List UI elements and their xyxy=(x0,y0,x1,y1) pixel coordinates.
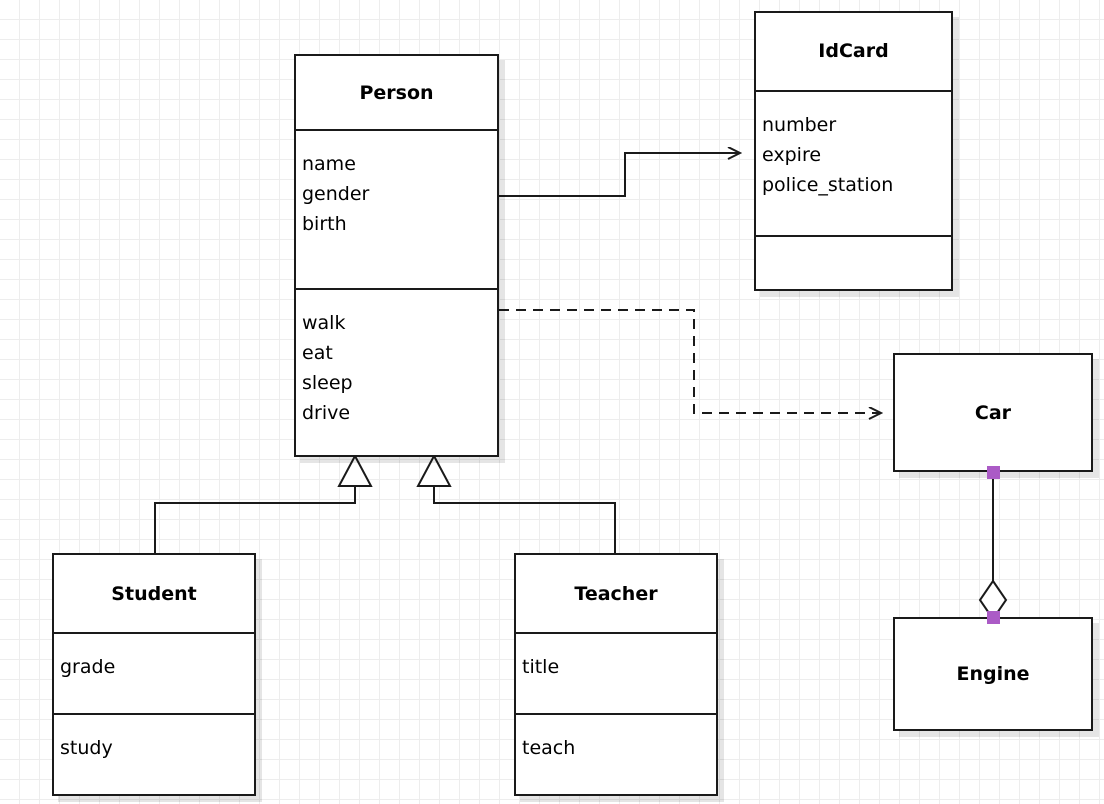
class-title-person: Person xyxy=(359,81,434,104)
class-attributes-person: name gender birth xyxy=(296,129,497,287)
class-operations-idcard xyxy=(756,234,951,289)
class-attributes-student: grade xyxy=(54,632,254,713)
class-attributes-idcard: number expire police_station xyxy=(756,89,951,235)
class-operations-person: walk eat sleep drive xyxy=(296,287,497,455)
class-operations-teacher: teach xyxy=(516,713,716,794)
attribute-item: police_station xyxy=(762,173,894,196)
operation-item: study xyxy=(60,737,113,760)
edge-student-to-person[interactable] xyxy=(154,453,373,553)
uml-class-person[interactable]: Person name gender birth walk eat sleep … xyxy=(294,54,499,457)
operation-item: eat xyxy=(302,341,333,364)
class-title-teacher: Teacher xyxy=(574,582,658,605)
class-title-engine: Engine xyxy=(956,663,1030,685)
attribute-item: name xyxy=(302,153,356,176)
attribute-item: grade xyxy=(60,656,116,679)
attribute-item: expire xyxy=(762,143,822,166)
edge-person-to-idcard[interactable] xyxy=(499,153,740,197)
operation-item: drive xyxy=(302,401,351,424)
operation-item: walk xyxy=(302,311,346,334)
class-title-student: Student xyxy=(111,582,197,605)
operation-item: sleep xyxy=(302,371,353,394)
edge-handle-engine-top[interactable] xyxy=(987,611,1000,624)
edge-person-to-car[interactable] xyxy=(499,309,881,413)
class-title-car: Car xyxy=(974,401,1012,424)
edge-handle-car-bottom[interactable] xyxy=(987,466,1000,479)
uml-class-idcard[interactable]: IdCard number expire police_station xyxy=(754,11,953,291)
uml-class-teacher[interactable]: Teacher title teach xyxy=(514,553,718,796)
class-operations-student: study xyxy=(54,713,254,794)
uml-class-engine[interactable]: Engine xyxy=(893,617,1093,731)
uml-class-car[interactable]: Car xyxy=(893,353,1093,472)
attribute-item: birth xyxy=(302,213,347,236)
uml-class-student[interactable]: Student grade study xyxy=(52,553,256,796)
attribute-item: number xyxy=(762,113,837,136)
operation-item: teach xyxy=(522,737,576,760)
attribute-item: gender xyxy=(302,183,370,206)
edge-car-to-engine[interactable] xyxy=(978,472,1008,621)
class-attributes-teacher: title xyxy=(516,632,716,713)
edge-teacher-to-person[interactable] xyxy=(416,453,616,553)
attribute-item: title xyxy=(522,656,560,679)
class-title-idcard: IdCard xyxy=(818,40,889,63)
